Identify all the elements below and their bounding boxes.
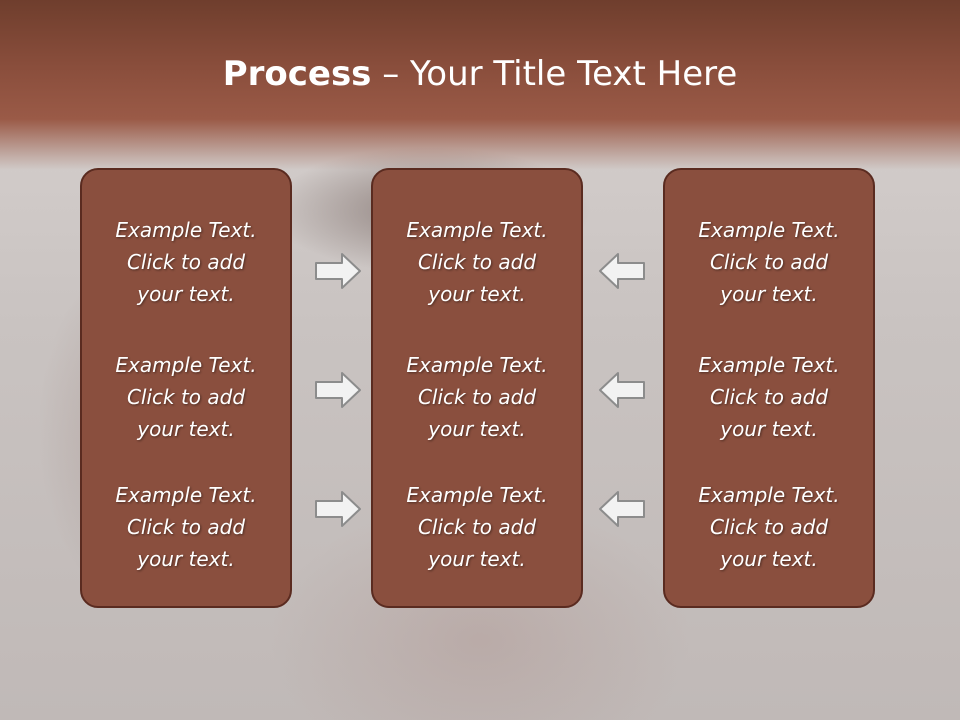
text-line: Click to add — [126, 385, 246, 409]
text-placeholder[interactable]: Example Text. Click to add your text. — [82, 214, 290, 310]
right-arrow-icon[interactable] — [314, 489, 364, 529]
left-arrow-icon[interactable] — [596, 489, 646, 529]
text-line: Click to add — [709, 250, 829, 274]
process-box-left[interactable]: Example Text. Click to add your text. Ex… — [80, 168, 292, 608]
text-line: Example Text. — [406, 218, 548, 242]
text-placeholder[interactable]: Example Text. Click to add your text. — [665, 479, 873, 575]
text-line: your text. — [137, 282, 235, 306]
slide-title[interactable]: Process – Your Title Text Here — [0, 52, 960, 96]
text-line: Click to add — [709, 515, 829, 539]
process-box-right[interactable]: Example Text. Click to add your text. Ex… — [663, 168, 875, 608]
text-line: Click to add — [417, 385, 537, 409]
left-arrow-icon[interactable] — [596, 370, 646, 410]
text-line: your text. — [137, 417, 235, 441]
right-arrow-icon[interactable] — [314, 370, 364, 410]
text-placeholder[interactable]: Example Text. Click to add your text. — [82, 479, 290, 575]
text-line: your text. — [428, 547, 526, 571]
text-placeholder[interactable]: Example Text. Click to add your text. — [373, 479, 581, 575]
text-line: Click to add — [126, 515, 246, 539]
right-arrow-icon[interactable] — [314, 251, 364, 291]
text-line: Click to add — [709, 385, 829, 409]
text-line: Example Text. — [698, 353, 840, 377]
text-placeholder[interactable]: Example Text. Click to add your text. — [665, 349, 873, 445]
text-line: Example Text. — [406, 483, 548, 507]
process-box-center[interactable]: Example Text. Click to add your text. Ex… — [371, 168, 583, 608]
text-placeholder[interactable]: Example Text. Click to add your text. — [373, 214, 581, 310]
text-line: Click to add — [417, 515, 537, 539]
text-line: your text. — [428, 417, 526, 441]
text-line: Example Text. — [115, 218, 257, 242]
text-line: Example Text. — [115, 353, 257, 377]
text-line: your text. — [720, 282, 818, 306]
text-placeholder[interactable]: Example Text. Click to add your text. — [82, 349, 290, 445]
text-placeholder[interactable]: Example Text. Click to add your text. — [373, 349, 581, 445]
text-line: Click to add — [126, 250, 246, 274]
text-line: Click to add — [417, 250, 537, 274]
text-line: your text. — [720, 417, 818, 441]
text-line: your text. — [428, 282, 526, 306]
text-placeholder[interactable]: Example Text. Click to add your text. — [665, 214, 873, 310]
title-rest-part: – Your Title Text Here — [371, 54, 738, 94]
title-band — [0, 0, 960, 170]
title-bold-part: Process — [222, 54, 372, 94]
text-line: Example Text. — [115, 483, 257, 507]
text-line: Example Text. — [406, 353, 548, 377]
text-line: Example Text. — [698, 218, 840, 242]
text-line: your text. — [137, 547, 235, 571]
text-line: your text. — [720, 547, 818, 571]
text-line: Example Text. — [698, 483, 840, 507]
left-arrow-icon[interactable] — [596, 251, 646, 291]
